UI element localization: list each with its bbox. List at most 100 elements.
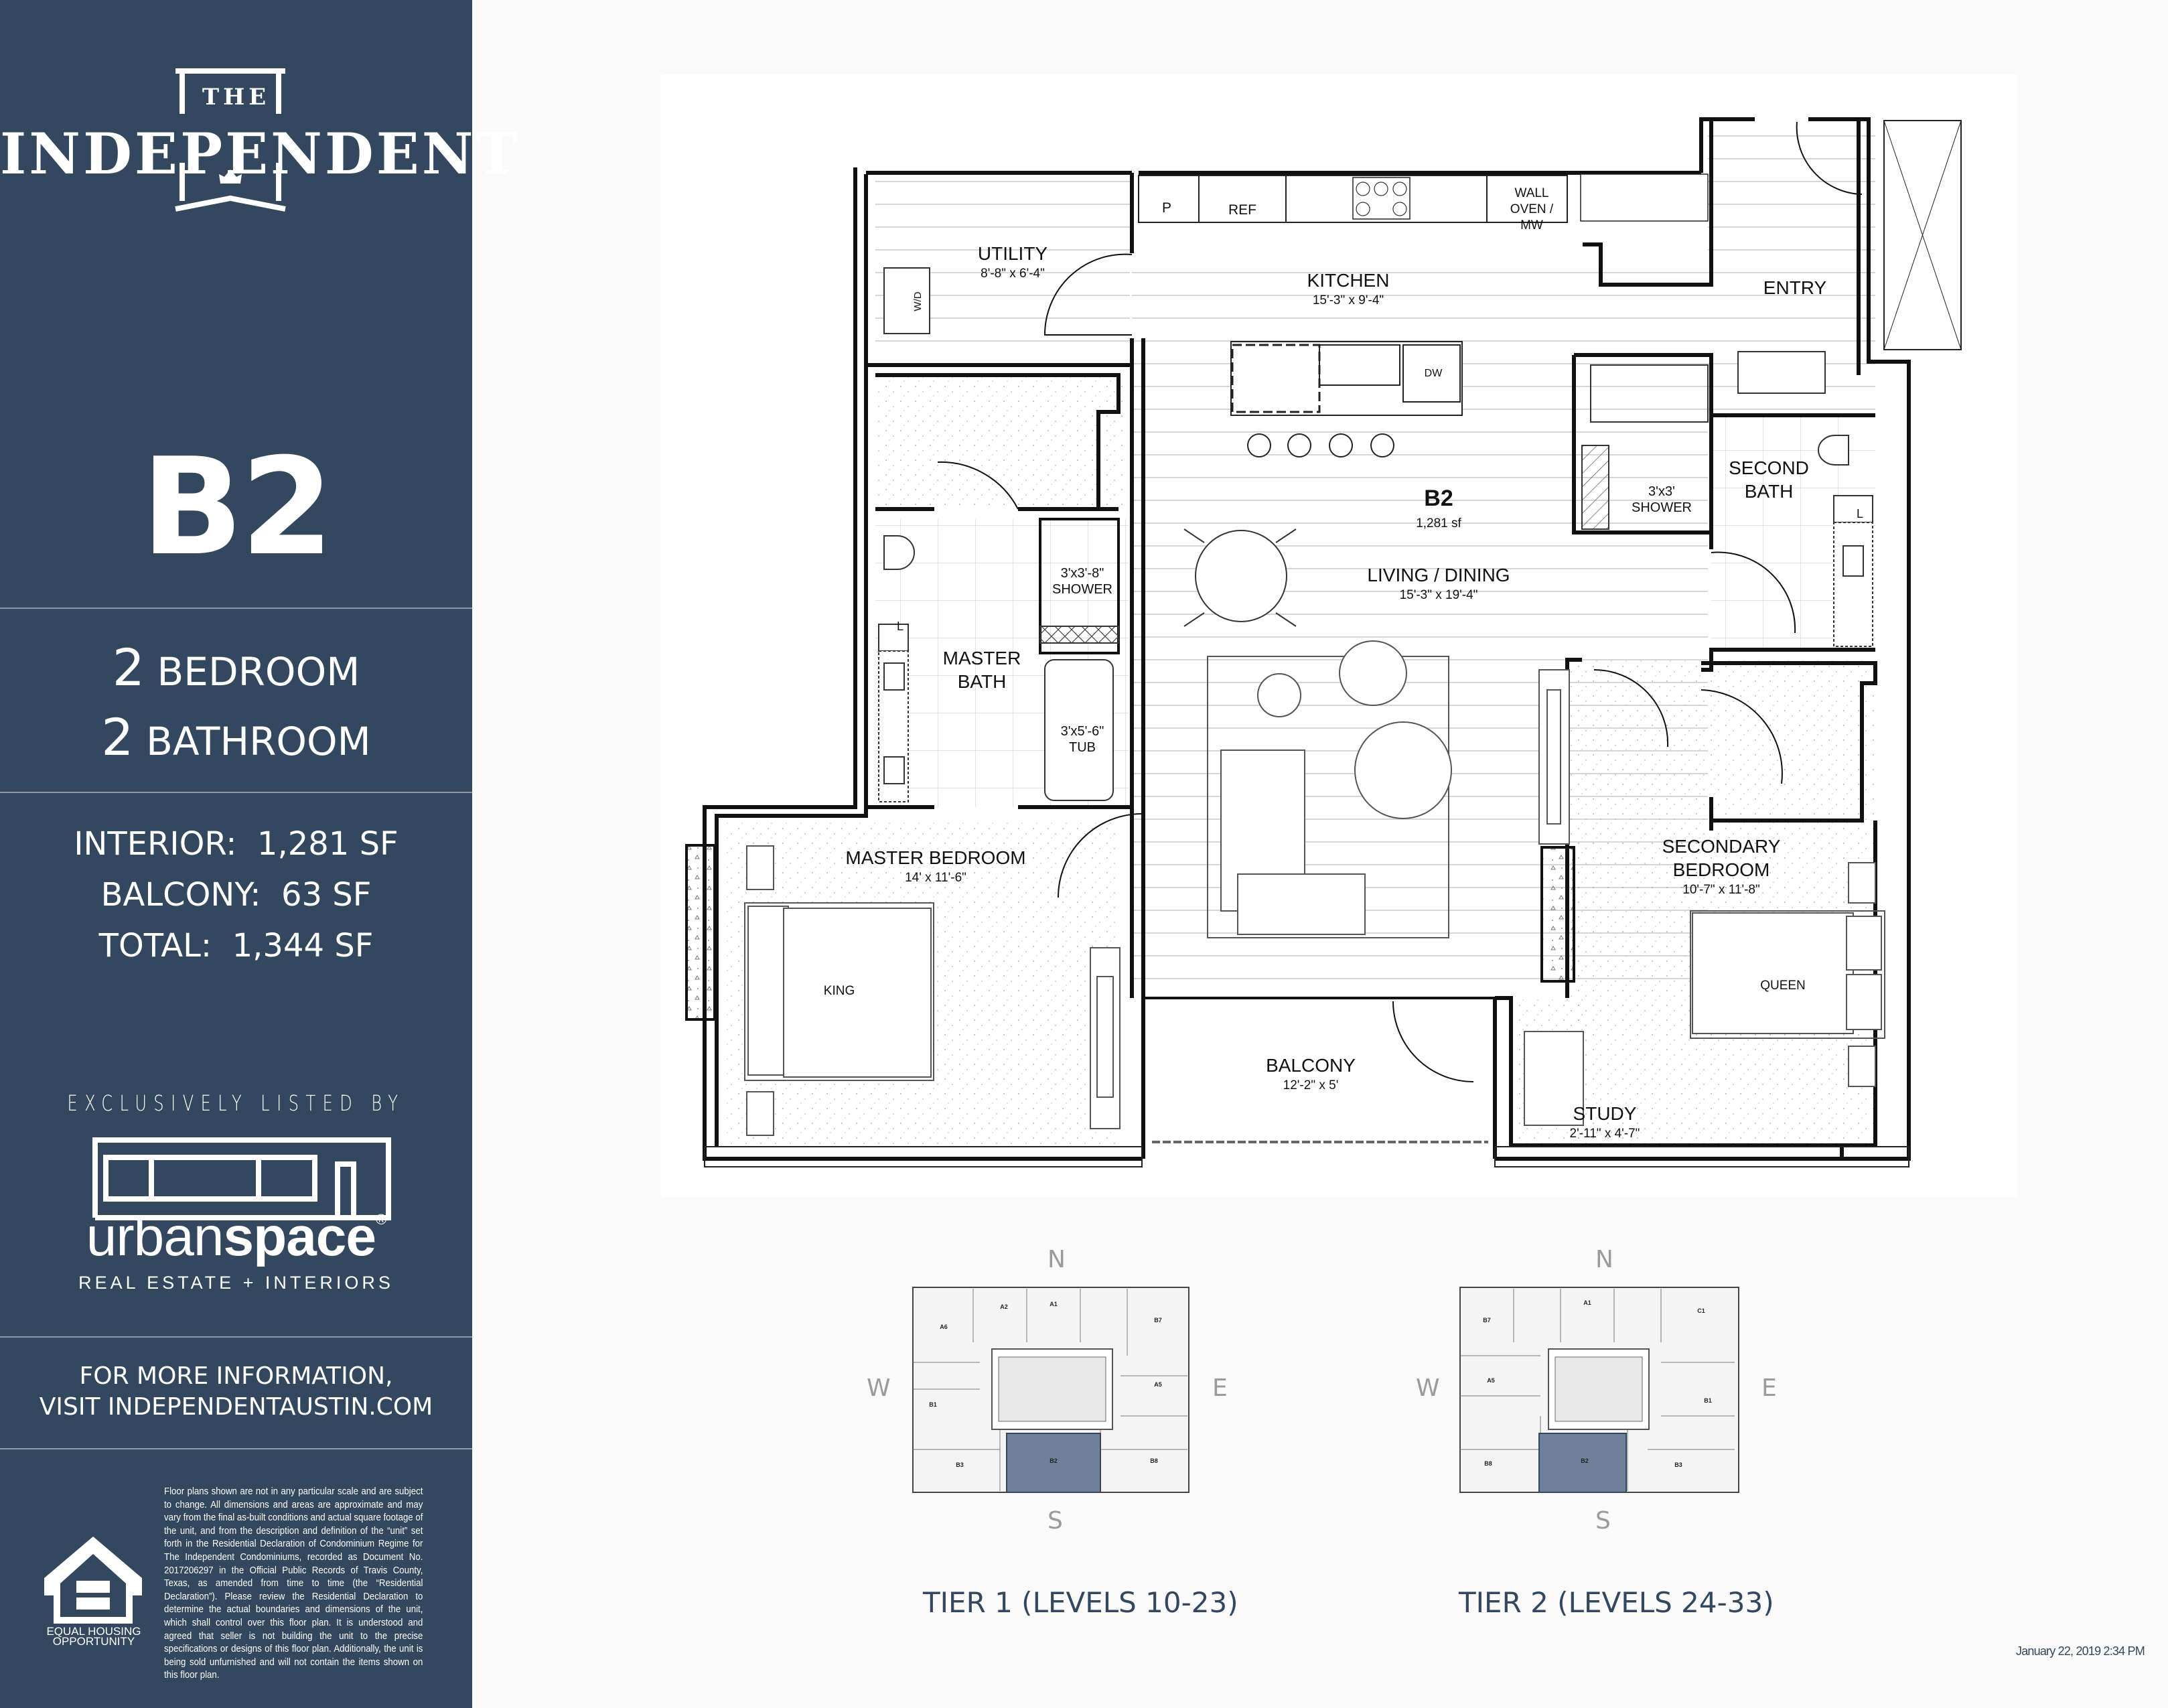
label-tub-2: TUB — [1069, 740, 1096, 755]
urbanspace-light: urban — [86, 1206, 224, 1267]
dims-living: 15'-3" x 19'-4" — [1400, 588, 1478, 602]
equal-housing-icon — [44, 1537, 142, 1624]
label-study: STUDY — [1573, 1103, 1637, 1124]
eho-line1: EQUAL HOUSING — [46, 1625, 141, 1638]
kitchen-counter — [1138, 173, 1709, 223]
urbanspace-bold: space — [223, 1206, 377, 1267]
secondary-bedroom-furniture — [1524, 846, 1885, 1126]
compass-north: N — [1595, 1246, 1613, 1273]
bathroom-label: BATHROOM — [146, 719, 371, 764]
divider — [0, 1448, 472, 1449]
bathroom-count-line: 2 BATHROOM — [0, 703, 472, 776]
label-linen-master: L — [897, 620, 904, 633]
website-link[interactable]: VISIT INDEPENDENTAUSTIN.COM — [39, 1393, 433, 1421]
crown-icon — [219, 169, 242, 184]
label-wd: W/D — [912, 291, 924, 311]
highlighted-unit-b2 — [1538, 1433, 1627, 1493]
compass-west: W — [1416, 1374, 1440, 1402]
balcony-area: BALCONY: 63 SF — [100, 876, 372, 914]
cooktop-burner-icons — [1356, 182, 1407, 216]
label-second-shower-2: SHOWER — [1632, 500, 1692, 515]
svg-text:B1: B1 — [929, 1401, 937, 1408]
svg-text:B1: B1 — [1704, 1397, 1712, 1404]
label-secondary-bedroom-1: SECONDARY — [1662, 836, 1781, 857]
compass-north: N — [1047, 1246, 1066, 1273]
label-unit: B2 — [1424, 486, 1453, 511]
more-info-line: FOR MORE INFORMATION, — [79, 1362, 393, 1390]
svg-text:C1: C1 — [1697, 1307, 1705, 1314]
sidebar: THE INDEPENDENT B2 2 BEDROOM 2 BATHROOM … — [0, 0, 521, 1708]
eho-line2: OPPORTUNITY — [52, 1635, 135, 1648]
svg-text:A6: A6 — [940, 1324, 948, 1330]
dims-secondary-bedroom: 10'-7" x 11'-8" — [1682, 883, 1759, 897]
compass-east: E — [1212, 1374, 1228, 1402]
label-pantry: P — [1162, 200, 1171, 216]
label-living: LIVING / DINING — [1367, 565, 1510, 585]
label-utility: UTILITY — [978, 243, 1048, 264]
svg-text:B7: B7 — [1154, 1317, 1162, 1324]
label-master-shower-2: SHOWER — [1052, 582, 1112, 597]
tier-2-label: TIER 2 (LEVELS 24-33) — [1459, 1586, 1774, 1619]
fixture-labels: P REF WALL OVEN / MW DW W/D L L KING QUE… — [824, 186, 1863, 998]
svg-text:A2: A2 — [1000, 1303, 1008, 1310]
independent-logo-frame — [175, 68, 286, 212]
svg-text:B8: B8 — [1150, 1457, 1158, 1464]
door-swings — [937, 121, 1863, 1082]
bedroom-count: 2 — [112, 638, 145, 697]
label-secondary-bedroom-2: BEDROOM — [1673, 859, 1770, 880]
label-entry: ENTRY — [1763, 277, 1827, 298]
label-master-shower-1: 3'x3'-8" — [1061, 566, 1104, 581]
svg-text:A5: A5 — [1154, 1381, 1162, 1388]
label-tub-1: 3'x5'-6" — [1061, 724, 1104, 739]
exclusively-listed-by: EXCLUSIVELY LISTED BY — [67, 1090, 405, 1116]
bedroom-count-line: 2 BEDROOM — [0, 633, 472, 707]
kitchen-island — [1230, 341, 1463, 457]
svg-text:B7: B7 — [1483, 1317, 1491, 1324]
label-master-bedroom: MASTER BEDROOM — [845, 847, 1025, 868]
label-ref: REF — [1228, 202, 1256, 218]
svg-text:B2: B2 — [1050, 1457, 1058, 1464]
urbanspace-wordmark: urbanspace® — [0, 1206, 472, 1269]
divider — [0, 792, 472, 793]
room-labels: UTILITY 8'-8" x 6'-4" KITCHEN 15'-3" x 9… — [845, 243, 1826, 1141]
total-area: TOTAL: 1,344 SF — [98, 927, 374, 965]
floor-plan: UTILITY 8'-8" x 6'-4" KITCHEN 15'-3" x 9… — [685, 117, 1962, 1167]
tier-1-label: TIER 1 (LEVELS 10-23) — [923, 1586, 1238, 1619]
bedroom-label: BEDROOM — [157, 649, 360, 695]
print-timestamp: January 22, 2019 2:34 PM — [2016, 1644, 2145, 1658]
divider — [0, 608, 472, 609]
bathroom-count: 2 — [101, 707, 134, 767]
label-second-bath-2: BATH — [1745, 481, 1794, 502]
dims-balcony: 12'-2" x 5' — [1283, 1078, 1339, 1092]
label-unit-area: 1,281 sf — [1416, 516, 1461, 530]
windows — [704, 120, 1962, 1167]
highlighted-unit-b2 — [1006, 1433, 1101, 1493]
label-wall-oven-2: OVEN / — [1510, 202, 1554, 216]
divider — [0, 1336, 472, 1338]
label-wall-oven-3: MW — [1520, 218, 1543, 232]
compass-south: S — [1595, 1507, 1611, 1535]
svg-text:B3: B3 — [1674, 1462, 1682, 1468]
dims-utility: 8'-8" x 6'-4" — [981, 267, 1045, 281]
broker-tagline: REAL ESTATE + INTERIORS — [78, 1273, 394, 1293]
svg-text:A5: A5 — [1487, 1377, 1495, 1384]
compass-east: E — [1761, 1374, 1777, 1402]
living-furniture — [1207, 640, 1570, 938]
label-dw: DW — [1425, 368, 1443, 379]
label-second-shower-1: 3'x3' — [1648, 484, 1675, 499]
svg-text:A1: A1 — [1583, 1299, 1591, 1306]
dims-study: 2'-11" x 4'-7" — [1570, 1127, 1640, 1141]
dims-kitchen: 15'-3" x 9'-4" — [1313, 293, 1384, 307]
logo-the-word: THE — [202, 84, 271, 111]
label-linen-second: L — [1857, 507, 1863, 520]
dims-master-bedroom: 14' x 11'-6" — [905, 871, 966, 885]
label-king: KING — [824, 984, 855, 998]
label-master-bath-1: MASTER — [943, 648, 1021, 668]
label-second-bath-1: SECOND — [1729, 457, 1809, 478]
interior-area: INTERIOR: 1,281 SF — [74, 825, 399, 863]
logo-independent-word: INDEPENDENT — [0, 121, 521, 187]
label-kitchen: KITCHEN — [1307, 270, 1390, 291]
svg-text:B8: B8 — [1484, 1460, 1492, 1467]
